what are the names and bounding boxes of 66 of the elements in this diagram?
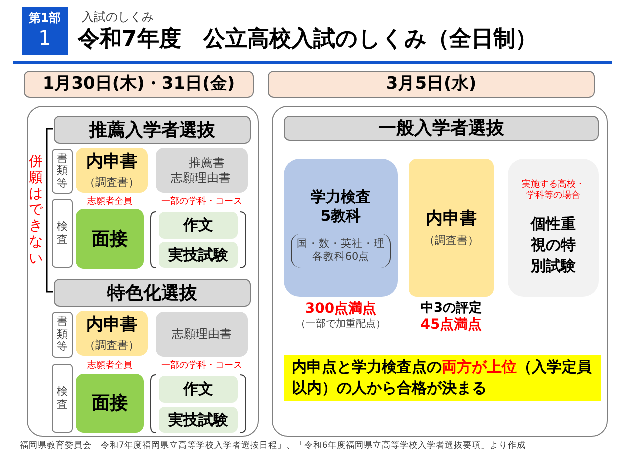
note-text: 一部の学科・コース [162, 360, 242, 373]
node-text: 内申書 [86, 314, 138, 336]
item-card [156, 148, 248, 193]
item-card [156, 312, 248, 357]
note-text: 志願者全員 [88, 196, 132, 209]
panel-background [272, 106, 608, 437]
item-card [159, 407, 238, 433]
item-card [409, 159, 494, 297]
node-text: 志願理由書 [172, 327, 232, 342]
item-card [159, 212, 238, 239]
node-text: 面接 [92, 228, 128, 252]
heading-bar [54, 116, 251, 144]
node-text: （調査書） [84, 175, 140, 191]
node-text: 推薦入学者選抜 [90, 118, 216, 142]
note-text: （一部で加重配点） [296, 318, 386, 331]
item-card [76, 374, 144, 433]
node-text: 面接 [92, 392, 128, 416]
node-text: 内申書 [86, 150, 138, 174]
heading-bar [284, 116, 599, 141]
node-text: 1 [38, 26, 52, 51]
node-text: 内申点と学力検査点の両方が上位（入学定員以内）の人から合格が決まる [292, 357, 593, 399]
node-text: 内申書 [426, 208, 477, 231]
subtitle-text: 入試のしくみ [82, 9, 154, 26]
note-text: 一部の学科・コース [162, 196, 242, 209]
note-text: 志願者全員 [88, 360, 132, 373]
node-text: 一般入学者選抜 [378, 117, 504, 141]
node-text: 推薦書志願理由書 [170, 156, 232, 186]
item-card [76, 148, 148, 193]
note-text: 300点満点 [305, 301, 377, 318]
node-text: 実技試験 [168, 244, 228, 266]
date-header [268, 71, 595, 98]
node-text: 書類等 [57, 152, 68, 190]
node-text: 3月5日(水) [386, 72, 477, 96]
node-text: 国・数・英社・理各教科60点 [291, 234, 391, 268]
node-text: 検査 [57, 386, 68, 412]
node-text: （調査書） [84, 338, 140, 354]
item-card [159, 242, 238, 268]
node-text: 検査 [57, 220, 68, 246]
heading-bar [54, 279, 251, 307]
note-text: 中3の評定 [420, 301, 482, 317]
node-text: 書類等 [57, 316, 68, 354]
node-text: 特色化選抜 [108, 282, 198, 306]
node-text: （調査書） [424, 232, 479, 248]
node-text: 作文 [184, 215, 214, 236]
node-text: 実施する高校・学科等の場合 [521, 180, 586, 202]
node-text: 作文 [184, 379, 214, 400]
title-text: 令和7年度 公立高校入試のしくみ（全日制） [78, 26, 538, 54]
category-tag [52, 149, 73, 194]
source-note: 福岡県教育委員会「令和7年度福岡県立高等学校入学者選抜日程」、「令和6年度福岡県立高等学校入学者選抜要項」より作成 [20, 440, 526, 453]
node-text: 第1部 [28, 11, 62, 26]
node-text: 学力検査5教科 [310, 188, 372, 226]
item-card [159, 376, 238, 403]
node-text: 1月30日(木)・31日(金) [42, 72, 236, 96]
note-text: 45点満点 [420, 317, 482, 335]
category-tag [52, 199, 73, 268]
panel-background [27, 106, 259, 437]
node-text: 個性重視の特別試験 [530, 214, 577, 276]
item-card [284, 159, 398, 297]
item-card [76, 209, 144, 269]
date-header [24, 71, 254, 98]
connector-line [46, 128, 53, 293]
category-tag [52, 364, 73, 433]
category-tag [52, 312, 73, 358]
section-badge [22, 7, 68, 55]
node-text: 実技試験 [168, 410, 228, 431]
item-card [76, 311, 148, 356]
